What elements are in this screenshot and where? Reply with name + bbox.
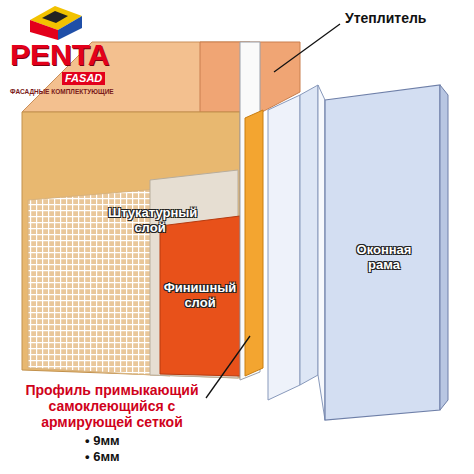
size-option: • 6мм: [85, 450, 120, 465]
logo-icon: [30, 6, 82, 40]
callout-text: Профиль примыкающий самоклеющийся с арми…: [6, 382, 218, 430]
adhesive-tape: [245, 110, 263, 376]
part-label: Оконная рама: [346, 243, 422, 273]
logo-face: [42, 11, 68, 23]
brand-subname: FASAD: [62, 72, 105, 85]
window-frame-part: [318, 85, 325, 420]
wall-front: [22, 112, 240, 378]
part-label: Штукатурный слой: [108, 206, 192, 236]
leader-line: [206, 336, 250, 398]
window-frame-edge: [440, 85, 448, 410]
leader-line: [274, 24, 340, 72]
window-frame-part: [268, 95, 300, 400]
size-option: • 9мм: [85, 434, 120, 449]
window-frame-part: [300, 85, 318, 385]
finish-layer: [160, 216, 240, 376]
part-label: Финишный слой: [161, 281, 239, 311]
brand-name: PENTA: [10, 38, 109, 73]
window-frame: [325, 85, 440, 420]
brand-tagline: ФАСАДНЫЕ КОМПЛЕКТУЮЩИЕ: [10, 88, 114, 95]
logo-face: [30, 20, 58, 40]
part-label: Утеплитель: [345, 10, 426, 26]
